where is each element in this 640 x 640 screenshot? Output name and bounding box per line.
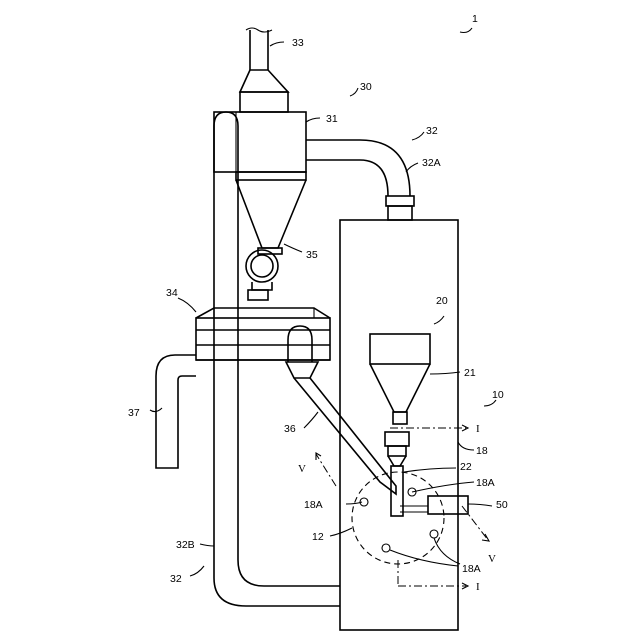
label-30: 30 bbox=[360, 81, 372, 93]
rotor-circle bbox=[352, 472, 444, 564]
label-18: 18 bbox=[476, 445, 488, 457]
label-32A: 32A bbox=[422, 157, 441, 169]
label-37: 37 bbox=[128, 407, 140, 419]
label-36: 36 bbox=[284, 423, 296, 435]
label-20: 20 bbox=[436, 295, 448, 307]
rotary-valve bbox=[246, 250, 278, 300]
feeder bbox=[385, 432, 468, 516]
hopper bbox=[370, 334, 430, 424]
cyclone-separator bbox=[214, 112, 306, 254]
section-mark-V-right: V bbox=[488, 553, 496, 565]
section-mark-V-left: V bbox=[298, 463, 306, 475]
label-1: 1 bbox=[472, 13, 478, 25]
label-33: 33 bbox=[292, 37, 304, 49]
label-32-bottom: 32 bbox=[170, 573, 182, 585]
label-50: 50 bbox=[496, 499, 508, 511]
filter-unit bbox=[196, 308, 330, 360]
label-18A-right: 18A bbox=[476, 477, 495, 489]
label-32-top: 32 bbox=[426, 125, 438, 137]
label-32B: 32B bbox=[176, 539, 195, 551]
label-22: 22 bbox=[460, 461, 472, 473]
label-10: 10 bbox=[492, 389, 504, 401]
label-21: 21 bbox=[464, 367, 476, 379]
exhaust-stack bbox=[240, 28, 288, 112]
section-mark-I-bottom: I bbox=[476, 581, 480, 593]
reference-labels: 1 33 30 31 32 32A 35 34 20 21 10 37 36 1… bbox=[128, 13, 508, 585]
section-mark-I-top: I bbox=[476, 423, 480, 435]
label-12: 12 bbox=[312, 531, 324, 543]
label-18A-bottom: 18A bbox=[462, 563, 481, 575]
main-vessel bbox=[340, 220, 458, 630]
label-18A-left: 18A bbox=[304, 499, 323, 511]
label-31: 31 bbox=[326, 113, 338, 125]
label-34: 34 bbox=[166, 287, 178, 299]
label-35: 35 bbox=[306, 249, 318, 261]
duct-37 bbox=[156, 355, 196, 468]
transport-pipe-32A bbox=[306, 140, 414, 220]
